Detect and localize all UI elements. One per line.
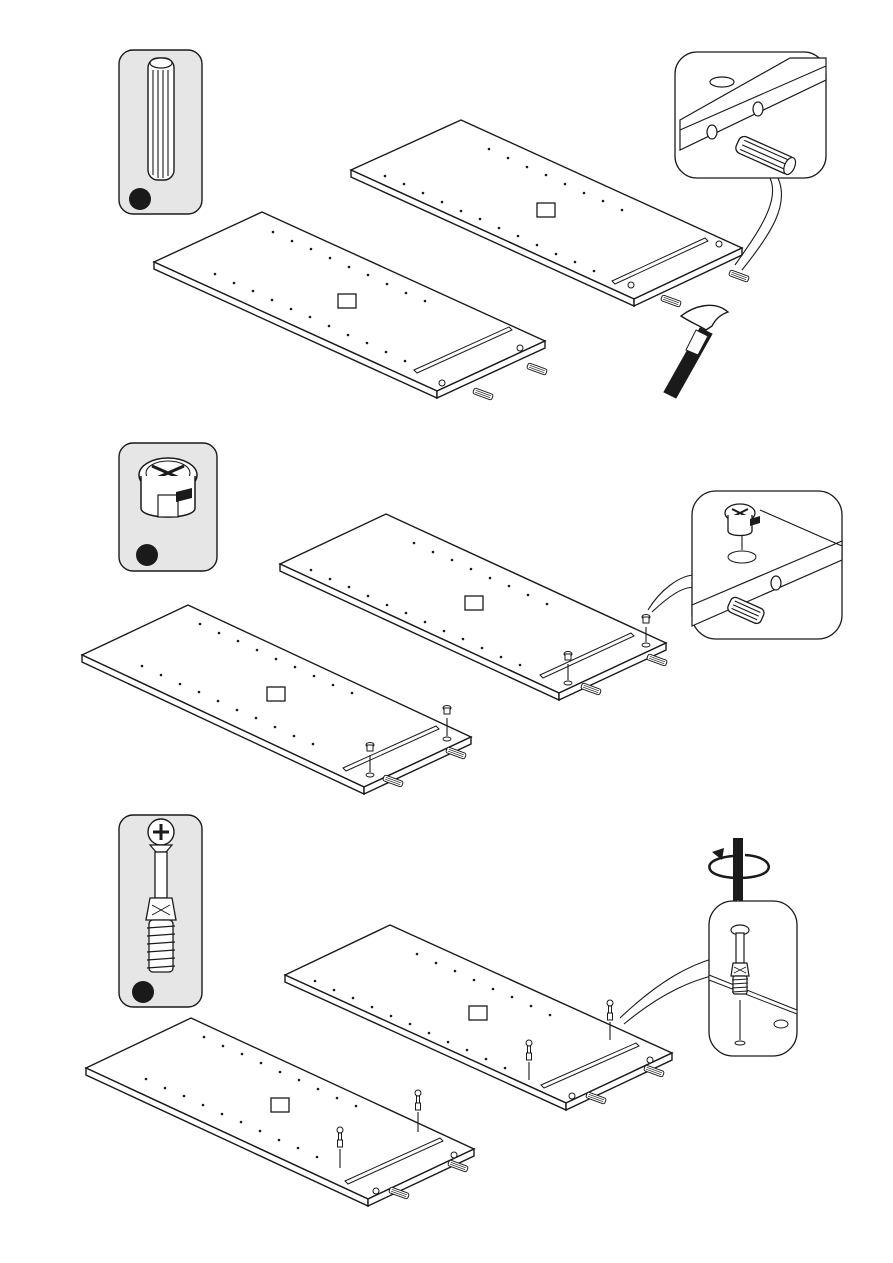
step-dowel xyxy=(119,50,826,400)
detail-callout-cam-bolt xyxy=(620,901,797,1056)
panel-lower xyxy=(82,605,471,794)
panel-upper xyxy=(280,514,667,700)
quantity-marker xyxy=(132,981,154,1003)
part-box-dowel xyxy=(119,50,202,214)
panel-label-box xyxy=(469,1006,487,1020)
panel-label-box xyxy=(271,1098,289,1112)
cam-lock-icon xyxy=(139,458,197,517)
panel-label-box xyxy=(338,294,356,308)
panel-label-box xyxy=(267,687,285,701)
hammer-icon xyxy=(664,305,728,398)
detail-callout-cam-lock xyxy=(648,491,842,639)
panel-lower xyxy=(86,1018,474,1206)
quantity-marker xyxy=(136,544,158,566)
quantity-marker xyxy=(129,188,151,210)
step-cam-lock xyxy=(82,443,842,794)
part-box-cam-lock xyxy=(119,443,217,571)
panel-label-box xyxy=(537,203,555,217)
step-cam-bolt xyxy=(86,815,797,1206)
part-box-cam-bolt xyxy=(119,815,202,1007)
panel-upper xyxy=(285,925,672,1110)
panel-label-box xyxy=(465,596,483,610)
wooden-dowel-icon xyxy=(148,58,174,180)
